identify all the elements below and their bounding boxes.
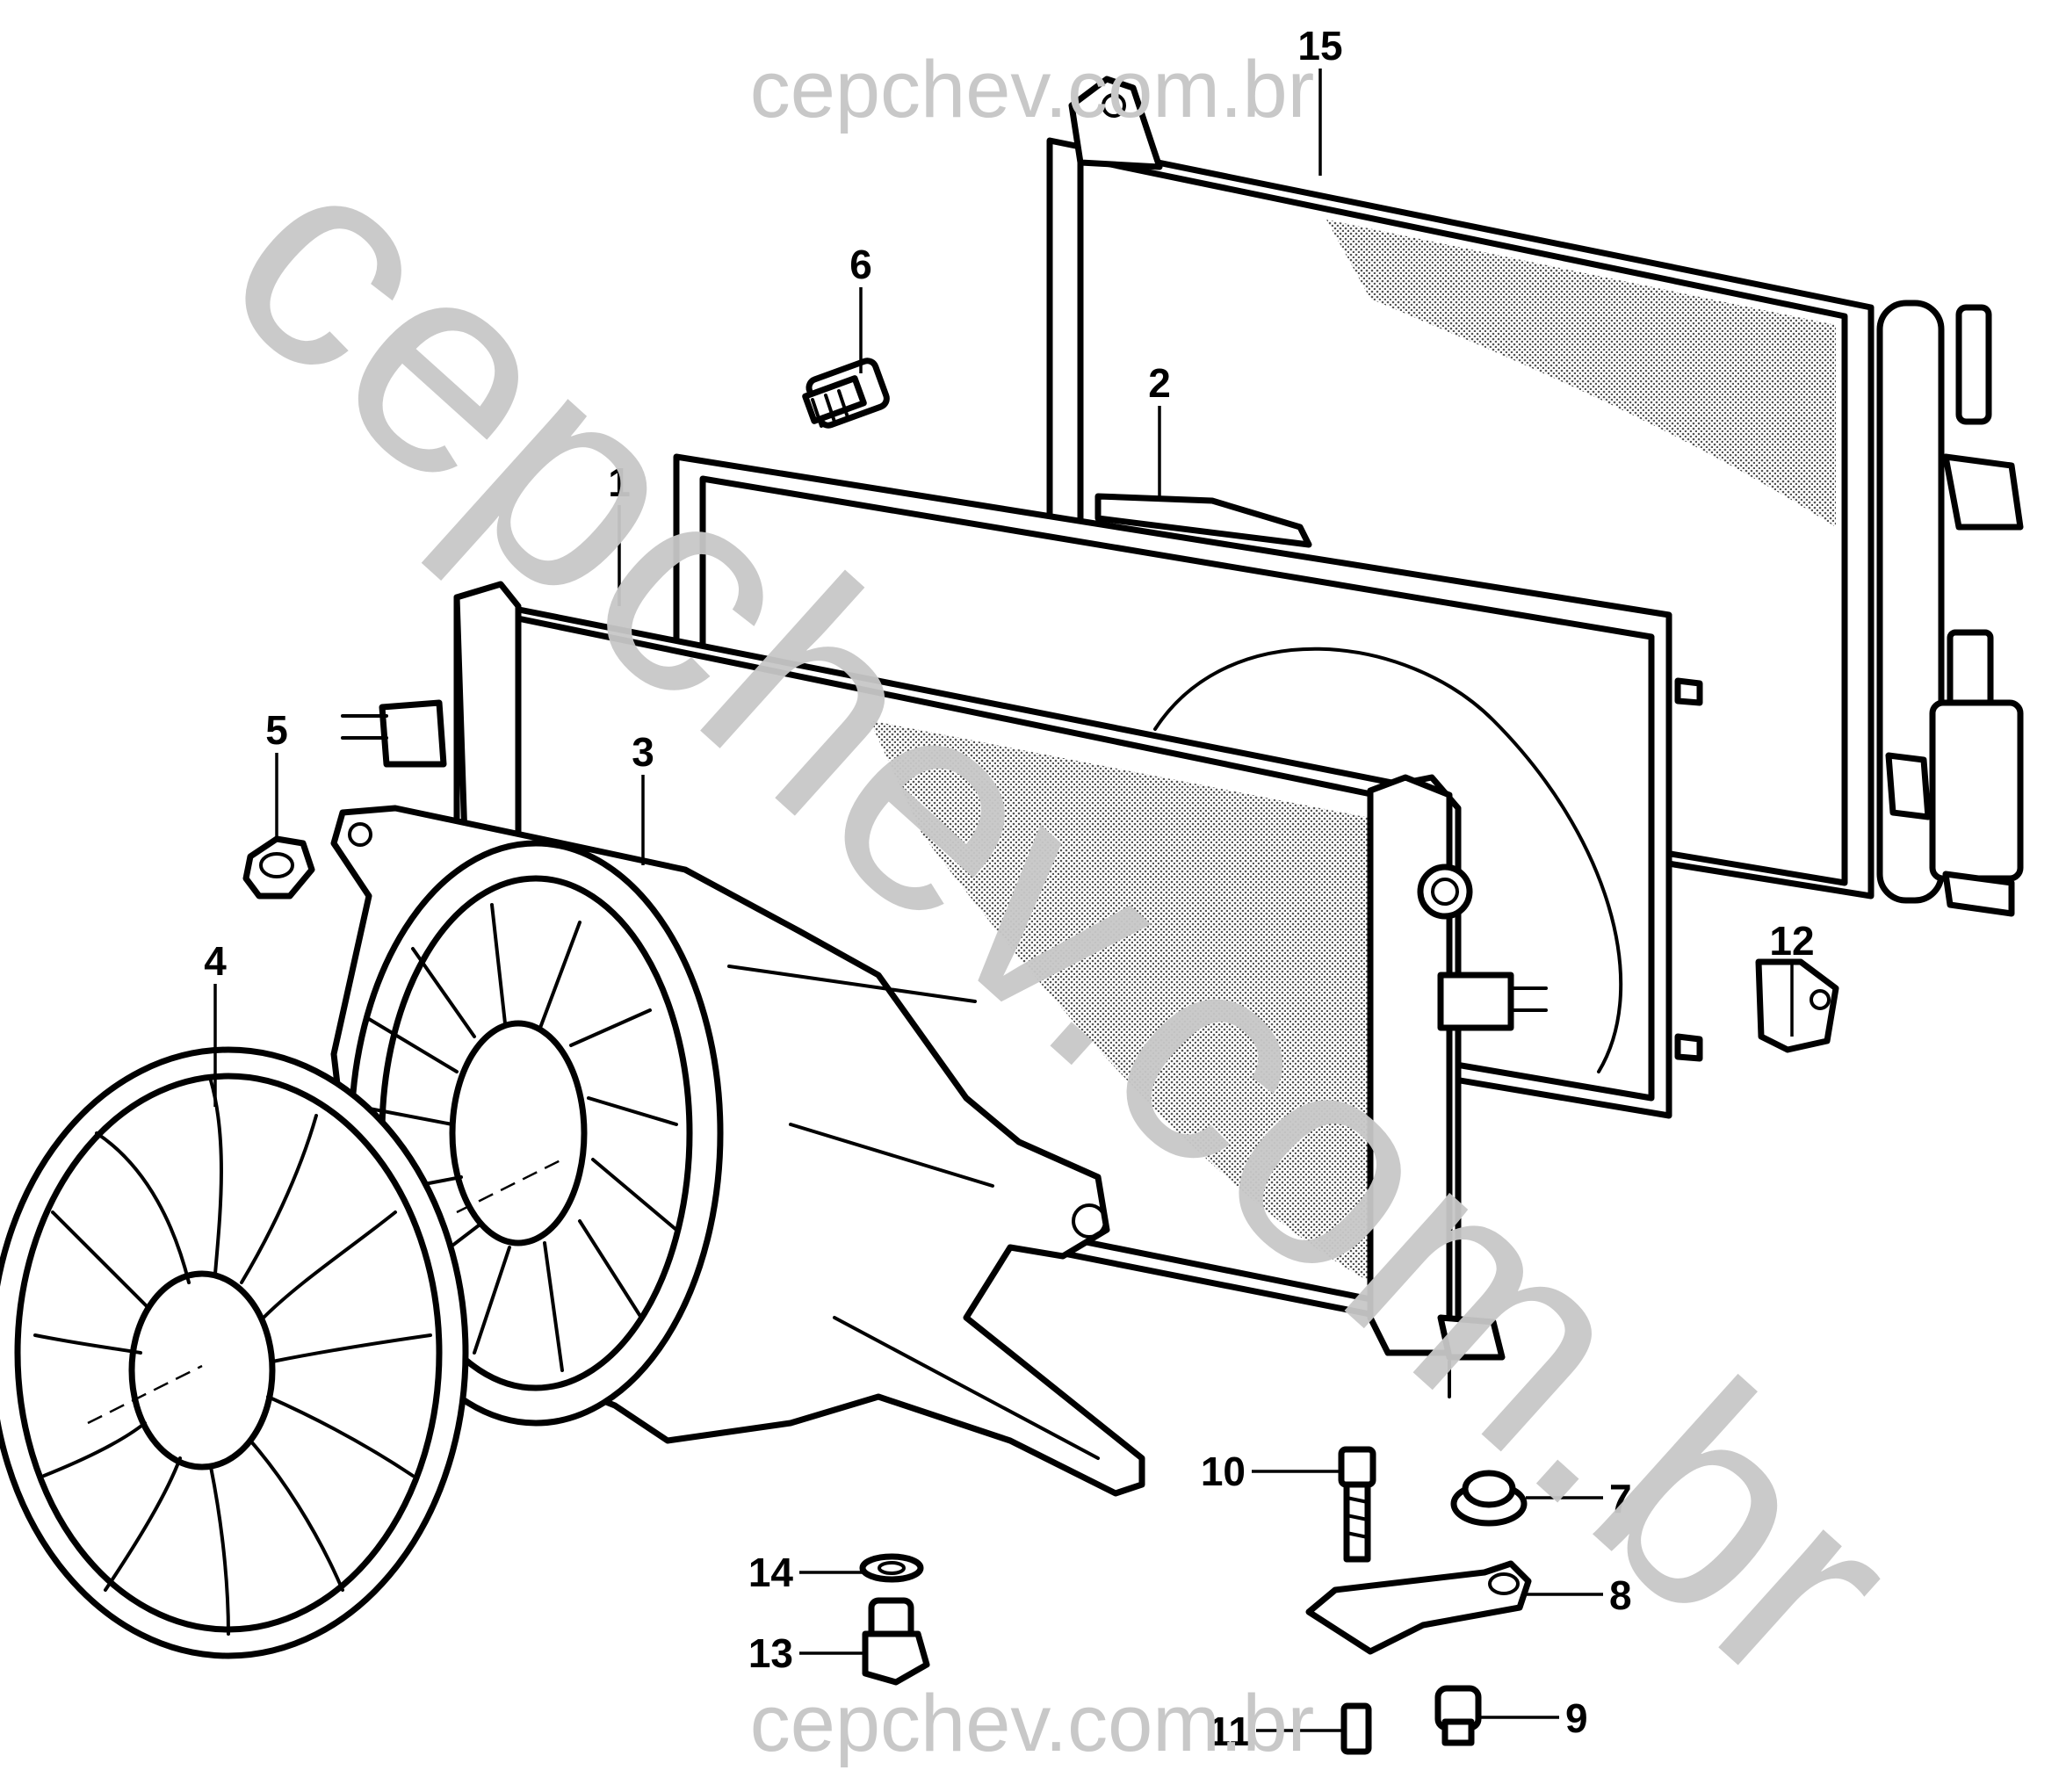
callout-12: 12 (1769, 918, 1814, 964)
callout-14: 14 (748, 1550, 794, 1595)
callout-6: 6 (849, 242, 872, 287)
callout-4: 4 (204, 938, 227, 984)
callout-15: 15 (1297, 23, 1342, 69)
callout-1: 1 (608, 459, 631, 505)
callout-9: 9 (1565, 1695, 1588, 1741)
nut-part-5 (242, 835, 315, 900)
watermark-top: cepchev.com.br (750, 45, 1315, 134)
drain-plug-part-13 (862, 1597, 930, 1686)
callout-10: 10 (1201, 1449, 1246, 1494)
watermark-bottom: cepchev.com.br (750, 1679, 1315, 1768)
callout-13: 13 (748, 1630, 793, 1676)
callout-8: 8 (1609, 1572, 1632, 1618)
grommet-part-7 (1450, 1470, 1528, 1527)
rubber-mount-part-12 (1755, 958, 1839, 1053)
plug-part-9 (1434, 1685, 1482, 1746)
callout-5: 5 (265, 707, 288, 753)
callout-11: 11 (1208, 1709, 1251, 1754)
callout-3: 3 (632, 729, 654, 775)
washer-part-14 (859, 1553, 924, 1583)
leader-lines (213, 69, 1794, 1732)
callout-labels: 15 2 1 3 5 6 4 12 10 7 8 9 11 14 13 (204, 23, 1814, 1754)
fan-impeller-part-4 (0, 1046, 469, 1659)
bracket-part-8 (1305, 1560, 1532, 1655)
bolt-part-6 (802, 358, 890, 429)
spacer-part-11 (1340, 1702, 1372, 1755)
callout-2: 2 (1148, 360, 1171, 406)
bolt-part-10 (1338, 1446, 1376, 1563)
callout-7: 7 (1609, 1476, 1632, 1521)
